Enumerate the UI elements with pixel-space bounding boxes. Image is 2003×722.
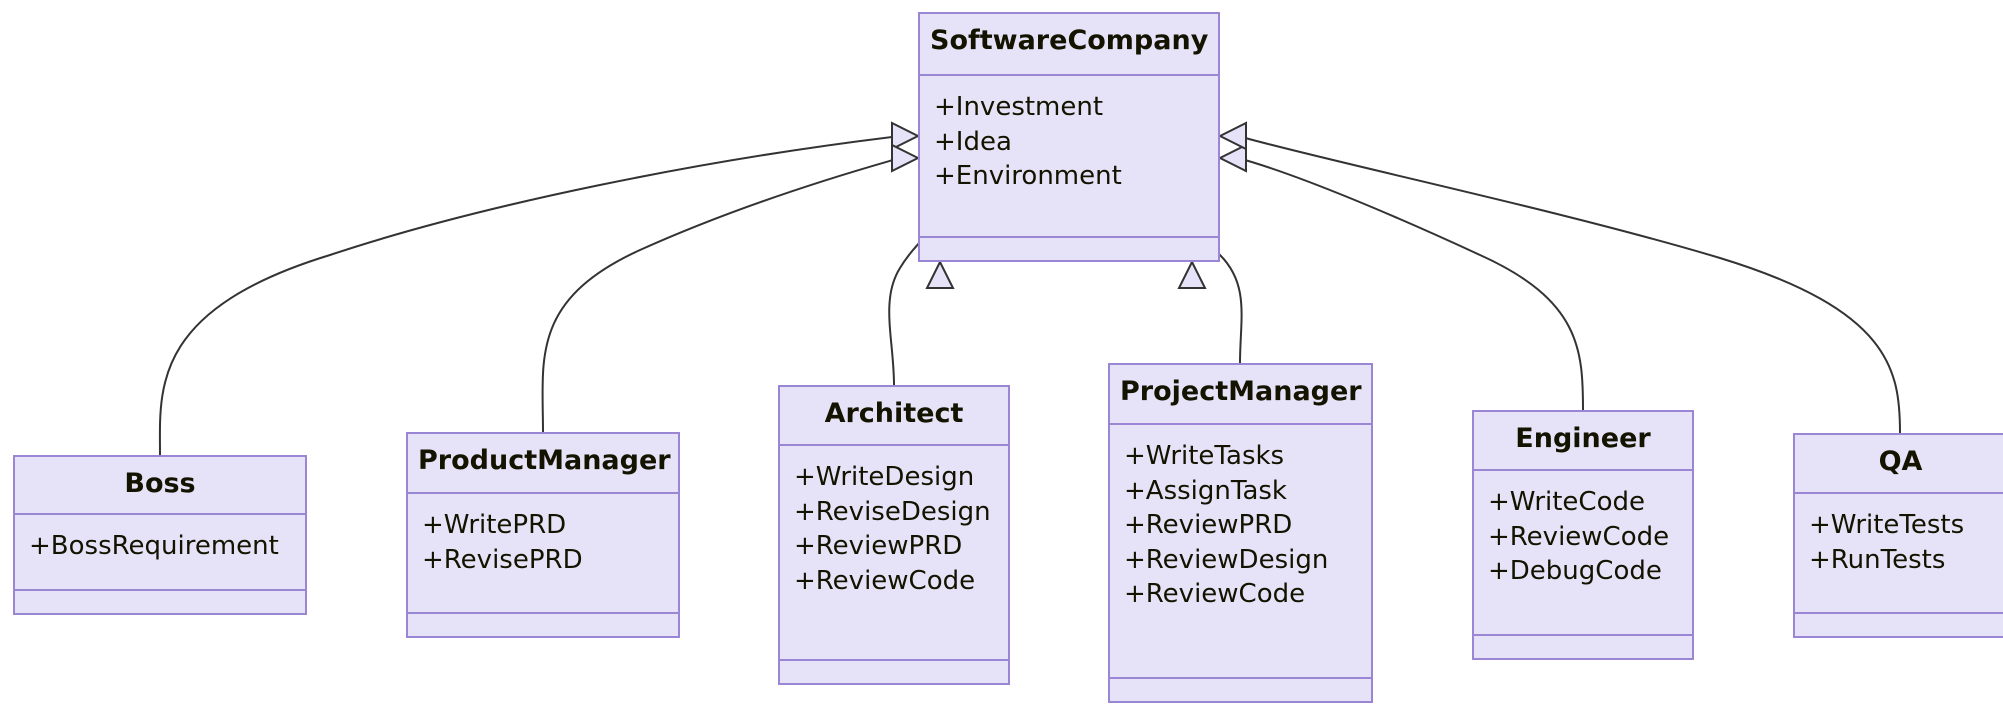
arrowhead-architect [925, 259, 955, 289]
class-attribute: +RunTests [1809, 544, 1946, 575]
class-title-boss: Boss [124, 468, 196, 499]
uml-class-engineer[interactable]: Engineer +WriteCode +ReviewCode +DebugCode [1472, 410, 1694, 660]
class-attribute: +ReviewPRD [794, 531, 963, 562]
class-attributes-engineer: +WriteCode +ReviewCode +DebugCode [1474, 471, 1692, 634]
class-attributes-productmanager: +WritePRD +RevisePRD [408, 494, 678, 612]
uml-class-productmanager[interactable]: ProductManager +WritePRD +RevisePRD [406, 432, 680, 638]
class-attributes-qa: +WriteTests +RunTests [1795, 494, 2003, 612]
class-divider-attrs-methods-boss [15, 589, 305, 591]
class-attribute: +Investment [934, 92, 1104, 122]
class-attribute: +BossRequirement [29, 531, 279, 561]
class-attribute: +ReviewCode [794, 565, 976, 596]
class-title-projectmanager: ProjectManager [1120, 376, 1362, 407]
class-attribute: +WriteDesign [794, 462, 975, 492]
class-attribute: +WritePRD [422, 510, 567, 540]
class-divider-title-attrs-projectmanager [1110, 423, 1371, 425]
class-divider-title-attrs-productmanager [408, 492, 678, 494]
class-divider-attrs-methods-engineer [1474, 634, 1692, 636]
class-divider-title-attrs-architect [780, 444, 1008, 446]
uml-class-architect[interactable]: Architect +WriteDesign +ReviseDesign +Revie… [778, 385, 1010, 685]
class-title-softwarecompany: SoftwareCompany [930, 25, 1209, 56]
uml-class-projectmanager[interactable]: ProjectManager +WriteTasks +AssignTask +Rev… [1108, 363, 1373, 703]
arrowhead-qa [1217, 121, 1247, 151]
class-divider-attrs-methods-qa [1795, 612, 2003, 614]
class-methods-softwarecompany [920, 238, 1218, 260]
uml-class-boss[interactable]: Boss +BossRequirement [13, 455, 307, 615]
class-attributes-projectmanager: +WriteTasks +AssignTask +ReviewPRD+ReviewD… [1110, 425, 1371, 677]
class-attribute: +Environment [934, 161, 1122, 192]
class-attributes-softwarecompany: +Investment +Idea +Environment [920, 76, 1218, 236]
arrowhead-boss [891, 121, 921, 151]
class-divider-title-attrs-qa [1795, 492, 2003, 494]
class-attribute: +ReviseDesign [794, 496, 991, 527]
class-attributes-architect: +WriteDesign +ReviseDesign +ReviewPRD+Revi… [780, 446, 1008, 659]
class-attribute: +RevisePRD [422, 544, 583, 575]
class-attribute: +WriteTasks [1124, 441, 1285, 471]
class-methods-productmanager [408, 614, 678, 636]
class-attribute: +WriteCode [1488, 487, 1645, 517]
arrowhead-projectmanager [1177, 259, 1207, 289]
class-title-architect: Architect [824, 398, 964, 429]
class-attribute: +DebugCode [1488, 556, 1662, 587]
class-methods-engineer [1474, 636, 1692, 658]
class-divider-attrs-methods-architect [780, 659, 1008, 661]
class-methods-architect [780, 661, 1008, 683]
uml-class-qa[interactable]: QA +WriteTests +RunTests [1793, 433, 2003, 638]
class-attribute: +ReviewCode [1488, 521, 1670, 552]
arrowhead-engineer [1217, 143, 1247, 173]
class-title-productmanager: ProductManager [418, 445, 671, 476]
class-attribute: +Idea [934, 126, 1012, 157]
class-divider-attrs-methods-softwarecompany [920, 236, 1218, 238]
class-divider-title-attrs-softwarecompany [920, 74, 1218, 76]
class-title-engineer: Engineer [1515, 423, 1651, 454]
class-divider-attrs-methods-productmanager [408, 612, 678, 614]
class-methods-qa [1795, 614, 2003, 636]
class-methods-boss [15, 591, 305, 613]
class-attribute: +ReviewDesign [1124, 544, 1329, 575]
arrowhead-productmanager [891, 143, 921, 173]
class-attribute: +ReviewPRD [1124, 510, 1293, 541]
class-attribute: +AssignTask [1124, 475, 1287, 506]
class-divider-title-attrs-engineer [1474, 469, 1692, 471]
class-divider-title-attrs-boss [15, 513, 305, 515]
class-divider-attrs-methods-projectmanager [1110, 677, 1371, 679]
class-attribute: +WriteTests [1809, 510, 1965, 540]
class-attribute: +ReviewCode [1124, 579, 1306, 610]
class-title-qa: QA [1878, 446, 1923, 477]
class-methods-projectmanager [1110, 679, 1371, 701]
uml-class-softwarecompany[interactable]: SoftwareCompany +Investment +Idea +Environm… [918, 12, 1220, 262]
class-attributes-boss: +BossRequirement [15, 515, 305, 589]
